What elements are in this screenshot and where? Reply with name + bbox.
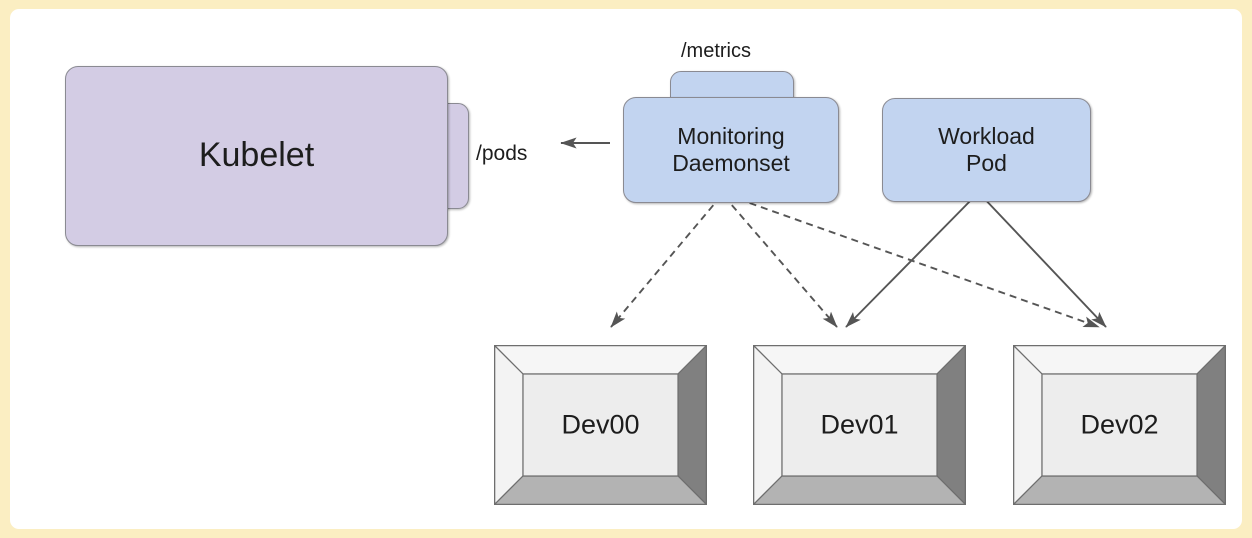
device-dev00-label: Dev00: [561, 409, 640, 440]
node-workload-pod[interactable]: Workload Pod: [882, 98, 1091, 202]
edge-workload-to-dev01: [845, 193, 978, 328]
node-kubelet[interactable]: Kubelet: [65, 66, 448, 246]
edge-monitoring-to-dev02: [726, 194, 1100, 328]
node-monitoring-daemonset-label: Monitoring Daemonset: [672, 123, 790, 176]
edge-monitoring-to-dev01: [723, 195, 838, 328]
device-node-dev02[interactable]: Dev02: [1013, 345, 1226, 505]
device-dev02-label: Dev02: [1080, 409, 1159, 440]
node-monitoring-daemonset[interactable]: Monitoring Daemonset: [623, 97, 839, 203]
device-dev01-shape: [753, 345, 966, 505]
node-workload-pod-label: Workload Pod: [938, 123, 1035, 176]
device-dev00-shape: [494, 345, 707, 505]
device-dev02-shape: [1013, 345, 1226, 505]
device-node-dev00[interactable]: Dev00: [494, 345, 707, 505]
edge-monitoring-to-dev00: [610, 195, 722, 328]
node-kubelet-label: Kubelet: [198, 136, 315, 175]
edge-workload-to-dev02: [979, 193, 1107, 328]
device-dev01-label: Dev01: [820, 409, 899, 440]
pods-endpoint-label: /pods: [476, 142, 528, 165]
metrics-endpoint-label: /metrics: [681, 40, 751, 62]
diagram-canvas: Kubelet /pods /metrics Monitoring Daemon…: [10, 9, 1242, 529]
device-node-dev01[interactable]: Dev01: [753, 345, 966, 505]
